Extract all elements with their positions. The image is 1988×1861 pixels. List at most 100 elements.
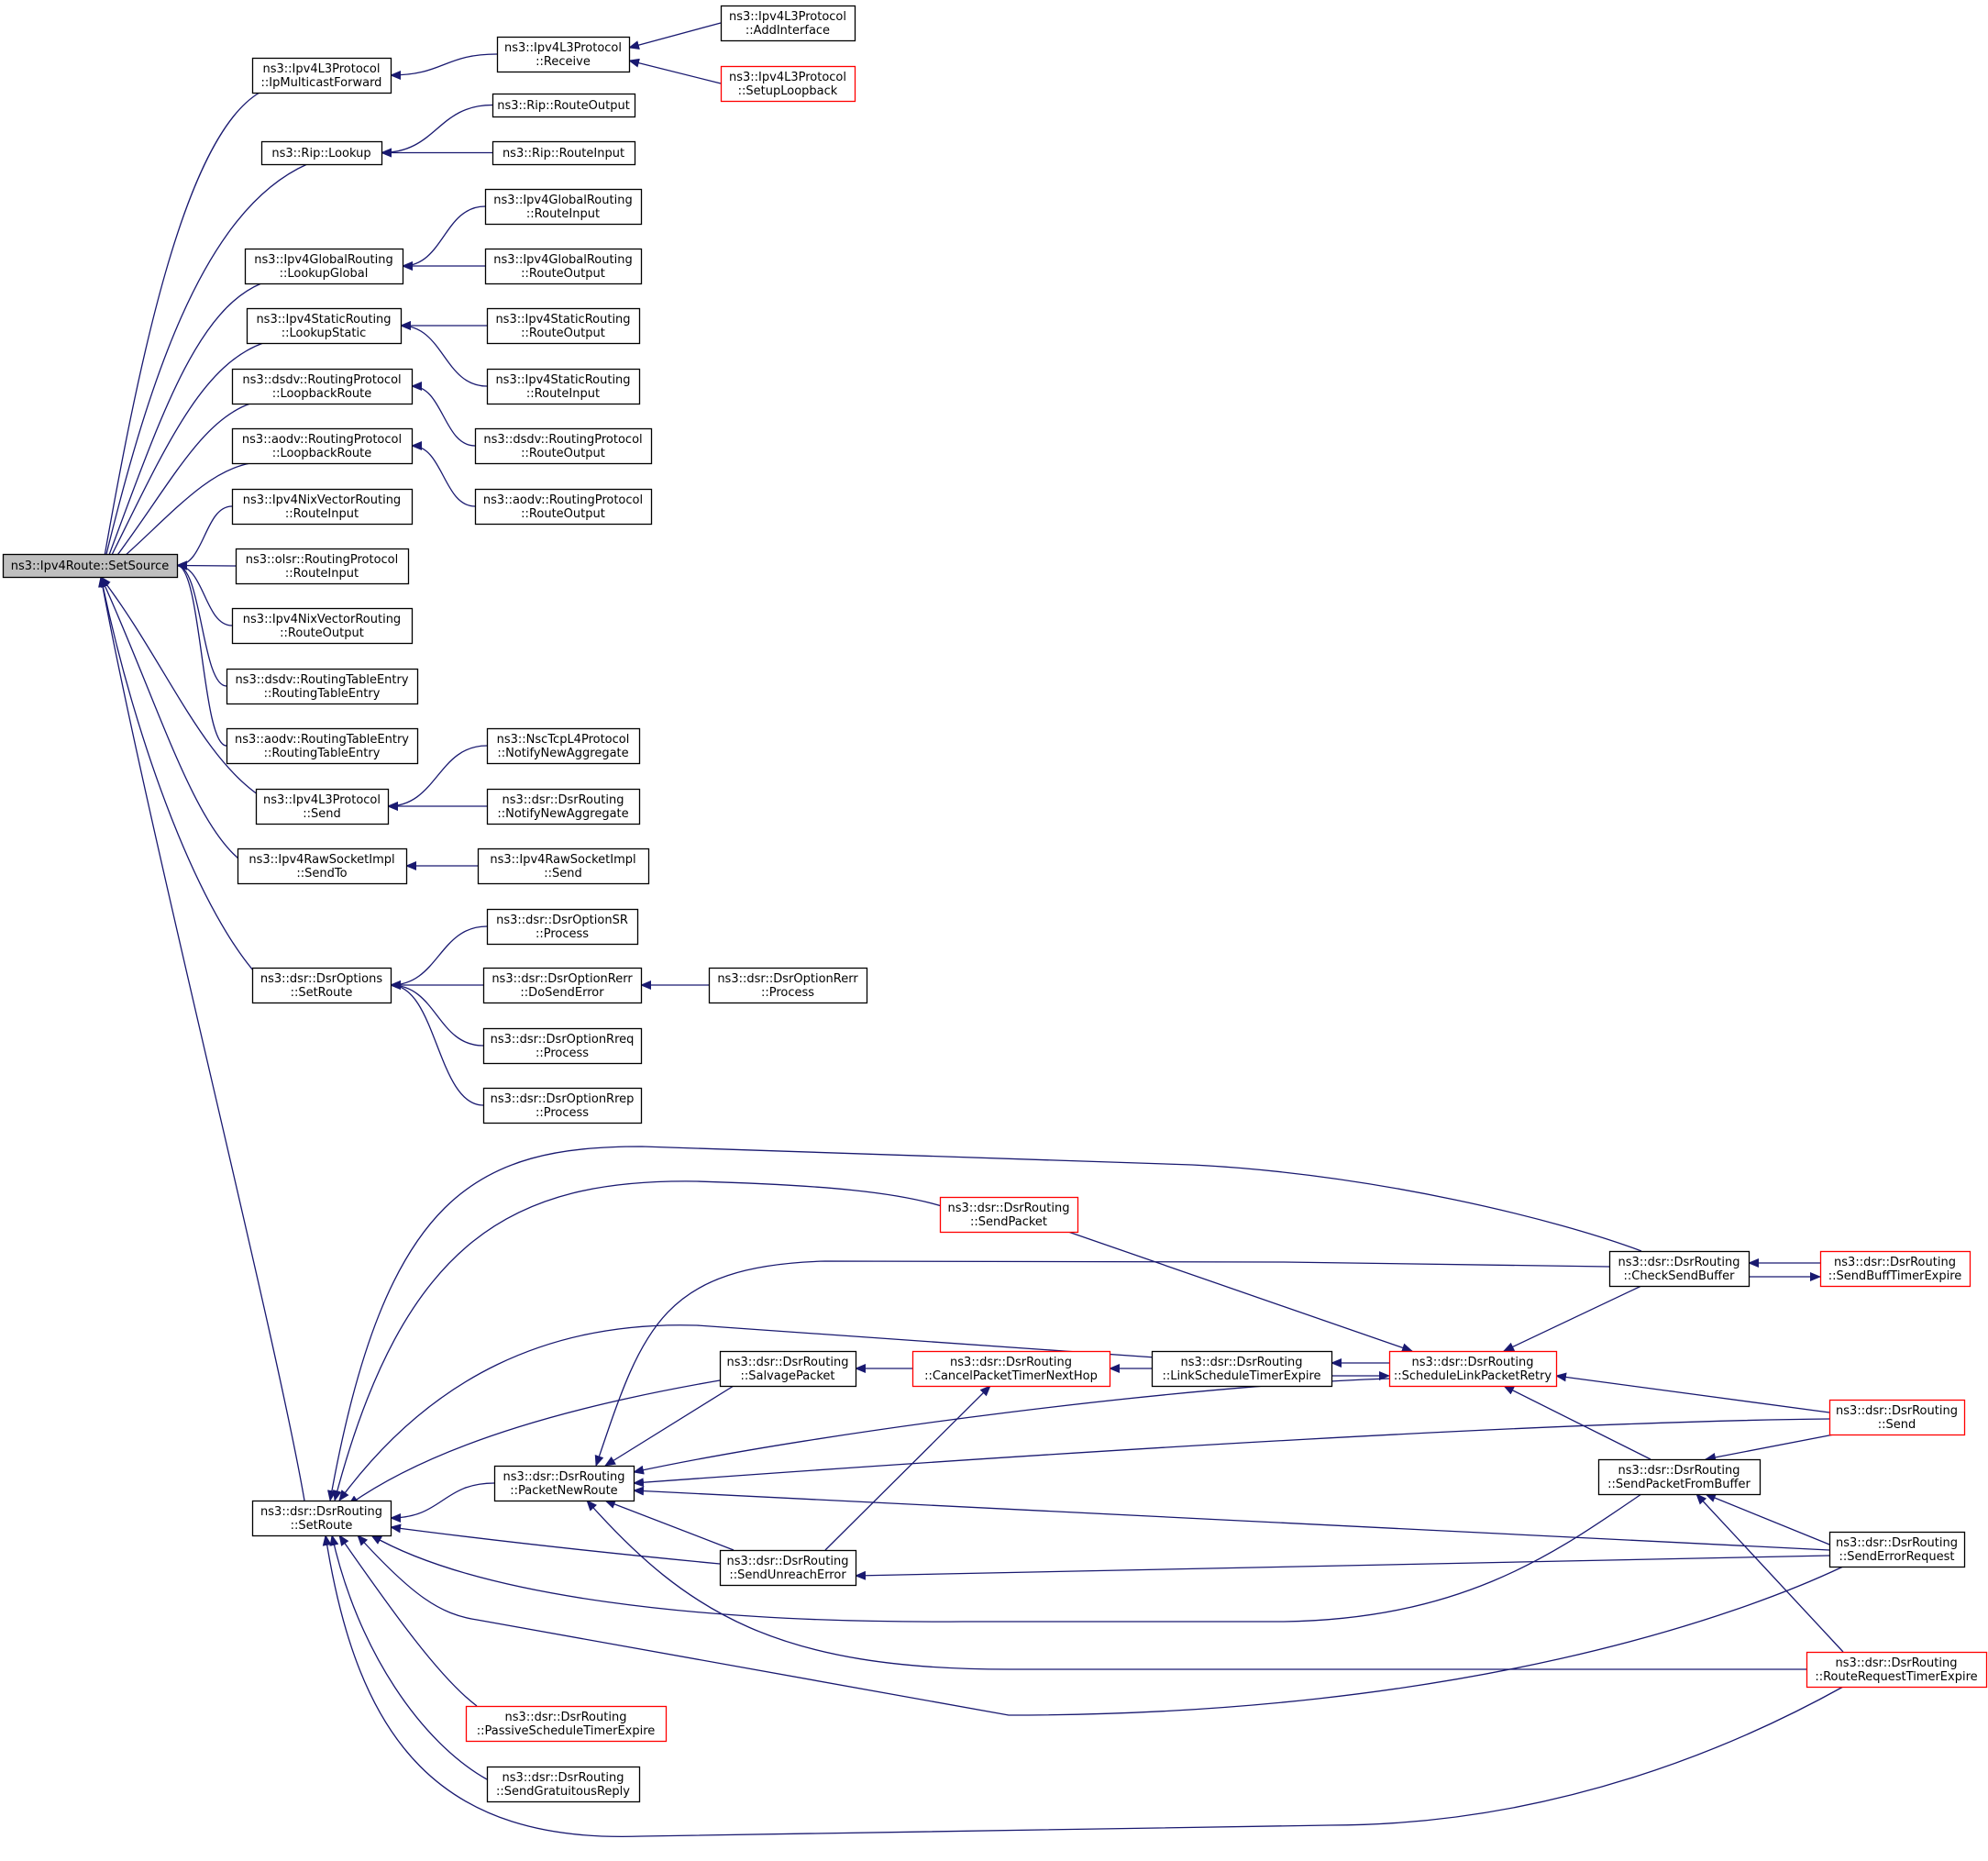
edge-optsetroute-to-rreqproc: [390, 980, 484, 1047]
node-label-line: ::SetRoute: [291, 986, 353, 1000]
node-l3recv[interactable]: ns3::Ipv4L3Protocol::Receive: [496, 36, 631, 73]
node-box: [226, 727, 419, 765]
node-sendbuffexp[interactable]: ns3::dsr::DsrRouting::SendBuffTimerExpir…: [1819, 1250, 1971, 1288]
node-nixout[interactable]: ns3::Ipv4NixVectorRouting::RouteOutput: [231, 607, 414, 645]
edge-pktnewroute-to-checksendbuf: [594, 1260, 1610, 1467]
node-box: [486, 307, 641, 345]
node-glookup[interactable]: ns3::Ipv4GlobalRouting::LookupGlobal: [244, 248, 404, 285]
node-schedretry[interactable]: ns3::dsr::DsrRouting::ScheduleLinkPacket…: [1388, 1350, 1558, 1388]
node-optsetroute[interactable]: ns3::dsr::DsrOptions::SetRoute: [251, 967, 392, 1004]
node-nixin[interactable]: ns3::Ipv4NixVectorRouting::RouteInput: [231, 488, 414, 526]
node-ripin[interactable]: ns3::Rip::RouteInput: [491, 140, 636, 166]
node-box: [911, 1350, 1111, 1388]
node-label-line: ::SetRoute: [291, 1519, 353, 1533]
node-addif[interactable]: ns3::Ipv4L3Protocol::AddInterface: [720, 5, 856, 42]
node-label-line: ::RouteOutput: [521, 267, 605, 281]
node-passive[interactable]: ns3::dsr::DsrRouting::PassiveScheduleTim…: [465, 1705, 668, 1743]
node-label-line: ns3::dsr::DsrRouting: [1834, 1256, 1956, 1269]
node-unreacherr[interactable]: ns3::dsr::DsrRouting::SendUnreachError: [719, 1549, 857, 1587]
node-label-line: ::RoutingTableEntry: [264, 747, 381, 760]
node-rreqproc[interactable]: ns3::dsr::DsrOptionRreq::Process: [482, 1027, 643, 1065]
edge-sendfrombuf-to-senderrreq: [1705, 1493, 1844, 1551]
node-label-line: ::ScheduleLinkPacketRetry: [1394, 1369, 1552, 1383]
edge-sendfrombuf-to-dsrsend: [1705, 1434, 1835, 1462]
node-label-line: ns3::Rip::Lookup: [271, 147, 370, 161]
node-box: [1806, 1651, 1988, 1689]
node-label-line: ::RouteOutput: [280, 626, 364, 640]
node-label-line: ::LoopbackRoute: [272, 387, 372, 401]
node-rawsend[interactable]: ns3::Ipv4RawSocketImpl::Send: [477, 847, 650, 885]
node-checksendbuf[interactable]: ns3::dsr::DsrRouting::CheckSendBuffer: [1608, 1250, 1751, 1288]
node-label-line: ns3::dsr::DsrRouting: [727, 1356, 849, 1369]
node-label-line: ::LookupStatic: [282, 327, 366, 340]
node-aodvout[interactable]: ns3::aodv::RoutingProtocol::RouteOutput: [474, 488, 653, 526]
node-rtsetroute[interactable]: ns3::dsr::DsrRouting::SetRoute: [251, 1500, 392, 1537]
node-aodvlb[interactable]: ns3::aodv::RoutingProtocol::LoopbackRout…: [231, 427, 414, 465]
edge-l3recv-to-addif: [628, 22, 722, 50]
node-riplookup[interactable]: ns3::Rip::Lookup: [260, 140, 383, 166]
node-setuplb[interactable]: ns3::Ipv4L3Protocol::SetupLoopback: [720, 65, 856, 103]
node-aodvrte[interactable]: ns3::aodv::RoutingTableEntry::RoutingTab…: [226, 727, 419, 765]
node-nscagg[interactable]: ns3::NscTcpL4Protocol::NotifyNewAggregat…: [486, 727, 641, 765]
node-label-line: ::NotifyNewAggregate: [497, 807, 628, 821]
node-label-line: ::NotifyNewAggregate: [497, 747, 628, 760]
node-sendfrombuf[interactable]: ns3::dsr::DsrRouting::SendPacketFromBuff…: [1597, 1458, 1762, 1496]
node-label-line: ns3::dsr::DsrOptionRreq: [491, 1033, 635, 1047]
edge-root-to-riplookup: [98, 163, 308, 578]
node-label-line: ns3::Ipv4L3Protocol: [729, 10, 846, 24]
edge-root-to-aodvrte: [176, 560, 227, 747]
node-box: [244, 248, 404, 285]
node-ripout[interactable]: ns3::Rip::RouteOutput: [491, 93, 636, 118]
node-box: [719, 1549, 857, 1587]
node-dsragg[interactable]: ns3::dsr::DsrRouting::NotifyNewAggregate: [486, 788, 641, 825]
edge-root-to-l3send: [100, 576, 267, 801]
node-l3send[interactable]: ns3::Ipv4L3Protocol::Send: [255, 788, 390, 825]
node-label-line: ns3::dsr::DsrRouting: [727, 1555, 849, 1568]
node-sin[interactable]: ns3::Ipv4StaticRouting::RouteInput: [486, 368, 641, 405]
node-label-line: ns3::dsr::DsrRouting: [503, 1771, 624, 1785]
node-sendpacket[interactable]: ns3::dsr::DsrRouting::SendPacket: [939, 1196, 1079, 1234]
edge-root-to-dsdvlb: [100, 403, 251, 578]
node-dsdvlb[interactable]: ns3::dsdv::RoutingProtocol::LoopbackRout…: [231, 368, 414, 405]
node-cancelnext[interactable]: ns3::dsr::DsrRouting::CancelPacketTimerN…: [911, 1350, 1111, 1388]
node-rreqexp[interactable]: ns3::dsr::DsrRouting::RouteRequestTimerE…: [1806, 1651, 1988, 1689]
node-olsrin[interactable]: ns3::olsr::RoutingProtocol::RouteInput: [235, 548, 410, 585]
node-box: [231, 368, 414, 405]
node-label-line: ns3::olsr::RoutingProtocol: [246, 553, 399, 567]
edge-schedretry-to-sendfrombuf: [1503, 1385, 1651, 1460]
node-label-line: ns3::dsdv::RoutingProtocol: [483, 433, 642, 447]
node-gratuitous[interactable]: ns3::dsr::DsrRouting::SendGratuitousRepl…: [486, 1766, 641, 1803]
node-dsdvout[interactable]: ns3::dsdv::RoutingProtocol::RouteOutput: [474, 427, 653, 465]
node-srproc[interactable]: ns3::dsr::DsrOptionSR::Process: [486, 908, 639, 946]
edge-ipmf-to-l3recv: [390, 53, 498, 80]
node-rrepproc[interactable]: ns3::dsr::DsrOptionRrep::Process: [482, 1087, 643, 1124]
node-pktnewroute[interactable]: ns3::dsr::DsrRouting::PacketNewRoute: [493, 1465, 635, 1502]
node-label-line: ::SetupLoopback: [738, 84, 838, 98]
node-box: [477, 847, 650, 885]
node-linksched[interactable]: ns3::dsr::DsrRouting::LinkScheduleTimerE…: [1151, 1350, 1333, 1388]
edge-dsdvlb-to-dsdvout: [411, 382, 476, 447]
node-senderrreq[interactable]: ns3::dsr::DsrRouting::SendErrorRequest: [1828, 1531, 1966, 1568]
edge-root-to-olsrin: [176, 560, 237, 570]
node-salvage[interactable]: ns3::dsr::DsrRouting::SalvagePacket: [719, 1350, 857, 1388]
node-dsdvrte[interactable]: ns3::dsdv::RoutingTableEntry::RoutingTab…: [226, 668, 419, 705]
node-rawsendto[interactable]: ns3::Ipv4RawSocketImpl::SendTo: [237, 847, 408, 885]
node-root[interactable]: ns3::Ipv4Route::SetSource: [2, 553, 179, 579]
node-box: [226, 668, 419, 705]
node-rerrsend[interactable]: ns3::dsr::DsrOptionRerr::DoSendError: [482, 967, 643, 1004]
node-gout[interactable]: ns3::Ipv4GlobalRouting::RouteOutput: [484, 248, 643, 285]
node-slookup[interactable]: ns3::Ipv4StaticRouting::LookupStatic: [246, 307, 403, 345]
node-dsrsend[interactable]: ns3::dsr::DsrRouting::Send: [1828, 1399, 1966, 1436]
node-label-line: ns3::dsdv::RoutingProtocol: [242, 373, 401, 387]
node-rerrproc[interactable]: ns3::dsr::DsrOptionRerr::Process: [708, 967, 868, 1004]
node-box: [486, 788, 641, 825]
edge-rtsetroute-to-gratuitous: [329, 1534, 488, 1780]
node-ipmf[interactable]: ns3::Ipv4L3Protocol::IpMulticastForward: [251, 57, 392, 94]
node-label-line: ::SendTo: [296, 867, 347, 881]
node-gin[interactable]: ns3::Ipv4GlobalRouting::RouteInput: [484, 188, 643, 226]
node-box: [474, 488, 653, 526]
node-label-line: ns3::Ipv4RawSocketImpl: [490, 853, 635, 867]
edge-schedretry-to-sendpacket: [1067, 1231, 1413, 1353]
edge-rtsetroute-to-sendpacket: [332, 1180, 945, 1501]
node-sout[interactable]: ns3::Ipv4StaticRouting::RouteOutput: [486, 307, 641, 345]
